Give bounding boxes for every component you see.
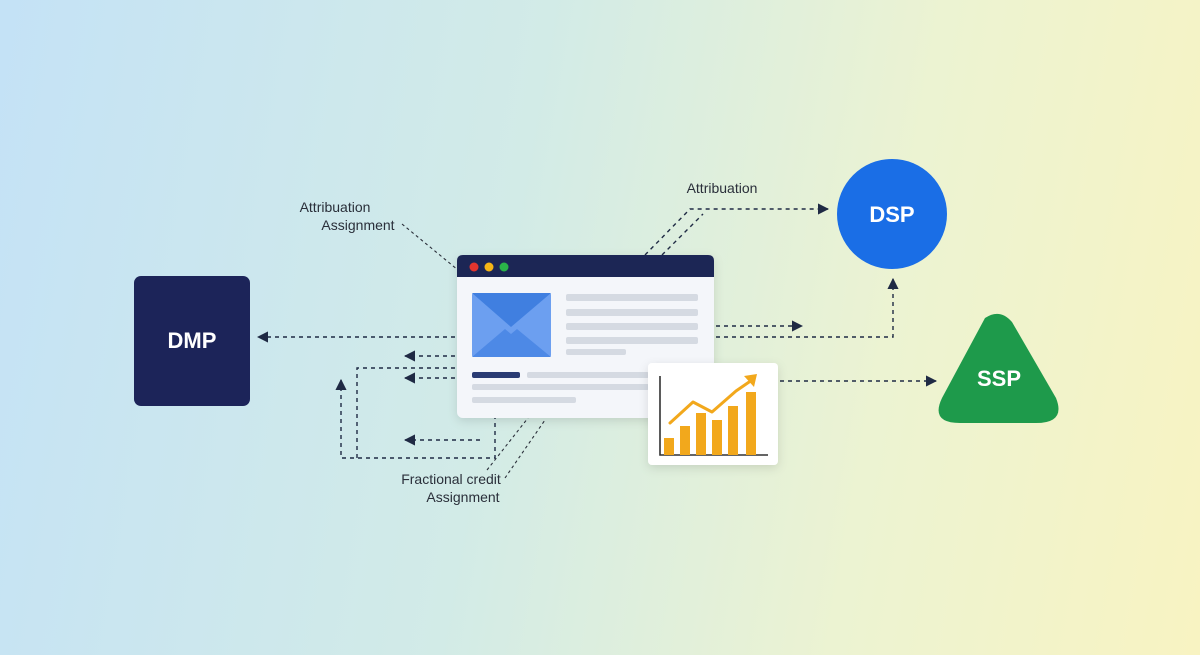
label-attribution-assignment-line2: Assignment	[321, 217, 394, 233]
content-line	[566, 349, 626, 355]
dmp-node[interactable]: DMP	[134, 276, 250, 406]
chart-bar	[680, 426, 690, 455]
label-attribution-top: Attribuation	[687, 180, 758, 196]
bar-chart-trend-icon	[648, 363, 778, 465]
content-line	[527, 372, 649, 378]
arrow-loop-left	[356, 367, 455, 458]
leader-fractional-1	[486, 417, 529, 471]
content-line	[566, 323, 698, 330]
arrow-to-dsp-bottom	[716, 277, 899, 338]
window-maximize-dot	[499, 262, 509, 272]
content-line	[566, 337, 698, 344]
ssp-triangle	[938, 313, 1059, 423]
content-line	[566, 309, 698, 316]
label-attribution-assignment-line1: Attribuation	[300, 199, 371, 215]
flow-arrows	[256, 203, 938, 459]
leader-fractional-2	[504, 419, 546, 479]
arrow-to-dsp-top-2	[661, 213, 704, 256]
dmp-box	[134, 276, 250, 406]
chart-bar	[746, 392, 756, 455]
trend-line	[668, 378, 754, 425]
content-line	[566, 294, 698, 301]
label-fractional-credit-line2: Assignment	[426, 489, 499, 505]
leader-attribution-assignment	[401, 223, 459, 271]
chart-bar	[712, 420, 722, 455]
dmp-label: DMP	[168, 328, 217, 353]
ssp-node[interactable]: SSP	[938, 313, 1059, 423]
arrow-to-dsp-top	[644, 203, 830, 256]
window-minimize-dot	[484, 262, 494, 272]
chart-bar	[728, 406, 738, 455]
dsp-label: DSP	[869, 202, 914, 227]
chart-bar	[664, 438, 674, 455]
content-line	[472, 384, 649, 390]
content-line	[472, 397, 576, 403]
ssp-label: SSP	[977, 366, 1021, 391]
content-line-accent	[472, 372, 520, 378]
window-close-dot	[469, 262, 479, 272]
chart-bar	[696, 413, 706, 455]
trend-arrowhead	[744, 374, 757, 387]
dsp-circle	[837, 159, 947, 269]
label-fractional-credit-line1: Fractional credit	[401, 471, 501, 487]
envelope-icon	[472, 293, 551, 357]
arrow-loop-up	[335, 378, 496, 459]
dsp-node[interactable]: DSP	[837, 159, 947, 269]
